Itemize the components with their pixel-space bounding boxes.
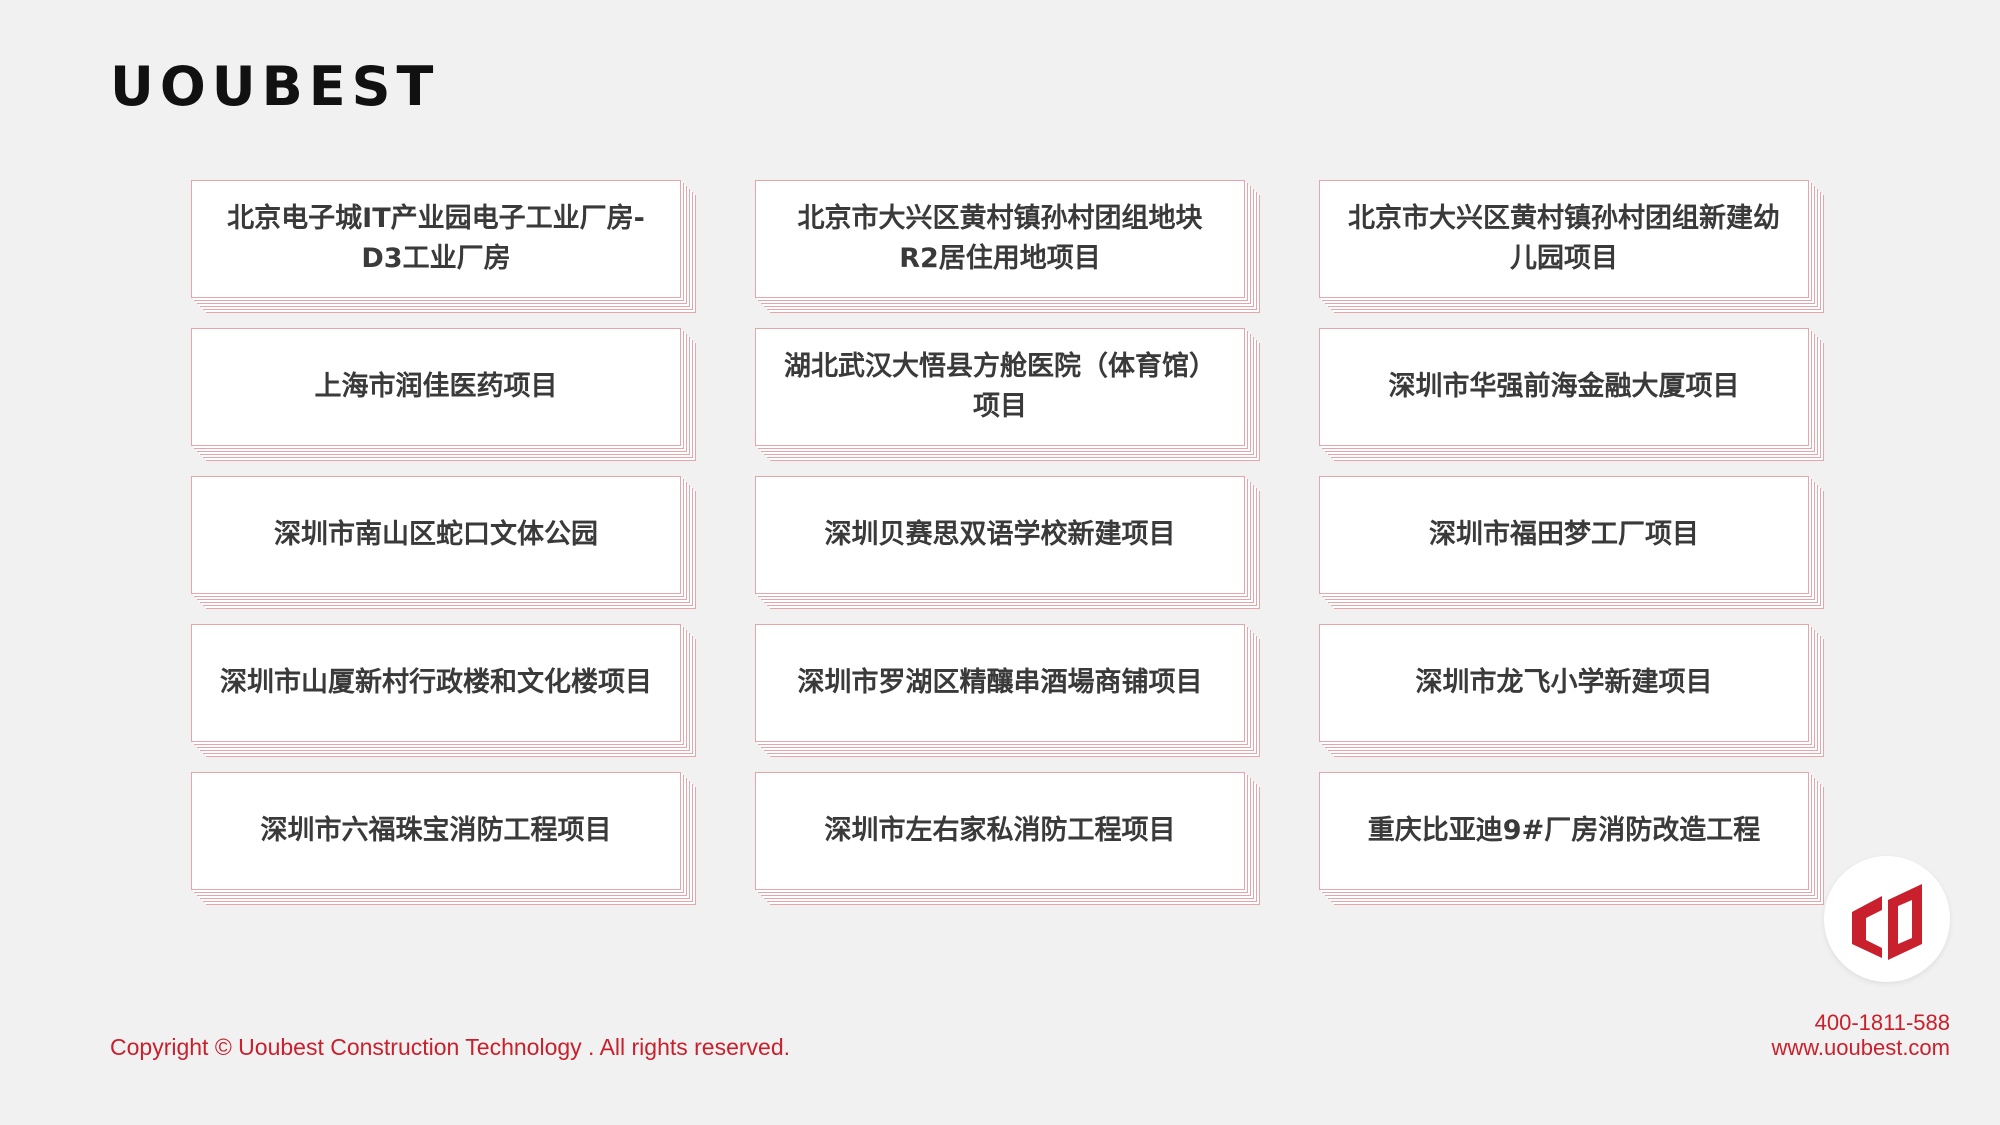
emblem-graphic <box>1852 884 1922 960</box>
project-card: 重庆比亚迪9#厂房消防改造工程 <box>1319 772 1809 890</box>
project-title: 深圳市龙飞小学新建项目 <box>1415 667 1713 698</box>
project-card: 深圳市六福珠宝消防工程项目 <box>191 772 681 890</box>
copyright-text: Copyright © Uoubest Construction Technol… <box>110 1034 791 1060</box>
project-title: 深圳市南山区蛇口文体公园 <box>274 519 598 550</box>
project-title: 湖北武汉大悟县方舱医院（体育馆）项目 <box>784 351 1216 422</box>
project-card: 深圳市左右家私消防工程项目 <box>755 772 1245 890</box>
brand-logo: UOUBEST <box>110 55 440 118</box>
project-card: 深圳市罗湖区精釀串酒場商铺项目 <box>755 624 1245 742</box>
project-card: 深圳市南山区蛇口文体公园 <box>191 476 681 594</box>
contact-info: 400-1811-588 www.uoubest.com <box>1771 1010 1950 1060</box>
project-card: 湖北武汉大悟县方舱医院（体育馆）项目 <box>755 328 1245 446</box>
project-card: 北京电子城IT产业园电子工业厂房-D3工业厂房 <box>191 180 681 298</box>
project-title: 上海市润佳医药项目 <box>314 371 558 402</box>
uoubest-emblem-icon <box>1824 856 1950 982</box>
project-title: 深圳市罗湖区精釀串酒場商铺项目 <box>797 667 1203 698</box>
project-card: 深圳市福田梦工厂项目 <box>1319 476 1809 594</box>
website-link[interactable]: www.uoubest.com <box>1771 1035 1950 1060</box>
project-title: 深圳市六福珠宝消防工程项目 <box>260 815 612 846</box>
project-card: 上海市润佳医药项目 <box>191 328 681 446</box>
project-title: 北京市大兴区黄村镇孙村团组地块R2居住用地项目 <box>797 203 1203 274</box>
project-title: 深圳市华强前海金融大厦项目 <box>1388 371 1740 402</box>
project-card: 深圳贝赛思双语学校新建项目 <box>755 476 1245 594</box>
project-title: 重庆比亚迪9#厂房消防改造工程 <box>1367 815 1761 846</box>
project-title: 深圳贝赛思双语学校新建项目 <box>824 519 1176 550</box>
project-card: 深圳市华强前海金融大厦项目 <box>1319 328 1809 446</box>
project-title: 深圳市山厦新村行政楼和文化楼项目 <box>220 667 652 698</box>
project-card: 深圳市龙飞小学新建项目 <box>1319 624 1809 742</box>
project-title: 北京市大兴区黄村镇孙村团组新建幼儿园项目 <box>1348 203 1780 274</box>
project-title: 北京电子城IT产业园电子工业厂房-D3工业厂房 <box>227 203 645 274</box>
project-card: 北京市大兴区黄村镇孙村团组地块R2居住用地项目 <box>755 180 1245 298</box>
project-card: 深圳市山厦新村行政楼和文化楼项目 <box>191 624 681 742</box>
project-title: 深圳市左右家私消防工程项目 <box>824 815 1176 846</box>
project-title: 深圳市福田梦工厂项目 <box>1429 519 1699 550</box>
phone-number: 400-1811-588 <box>1814 1010 1950 1035</box>
project-card: 北京市大兴区黄村镇孙村团组新建幼儿园项目 <box>1319 180 1809 298</box>
